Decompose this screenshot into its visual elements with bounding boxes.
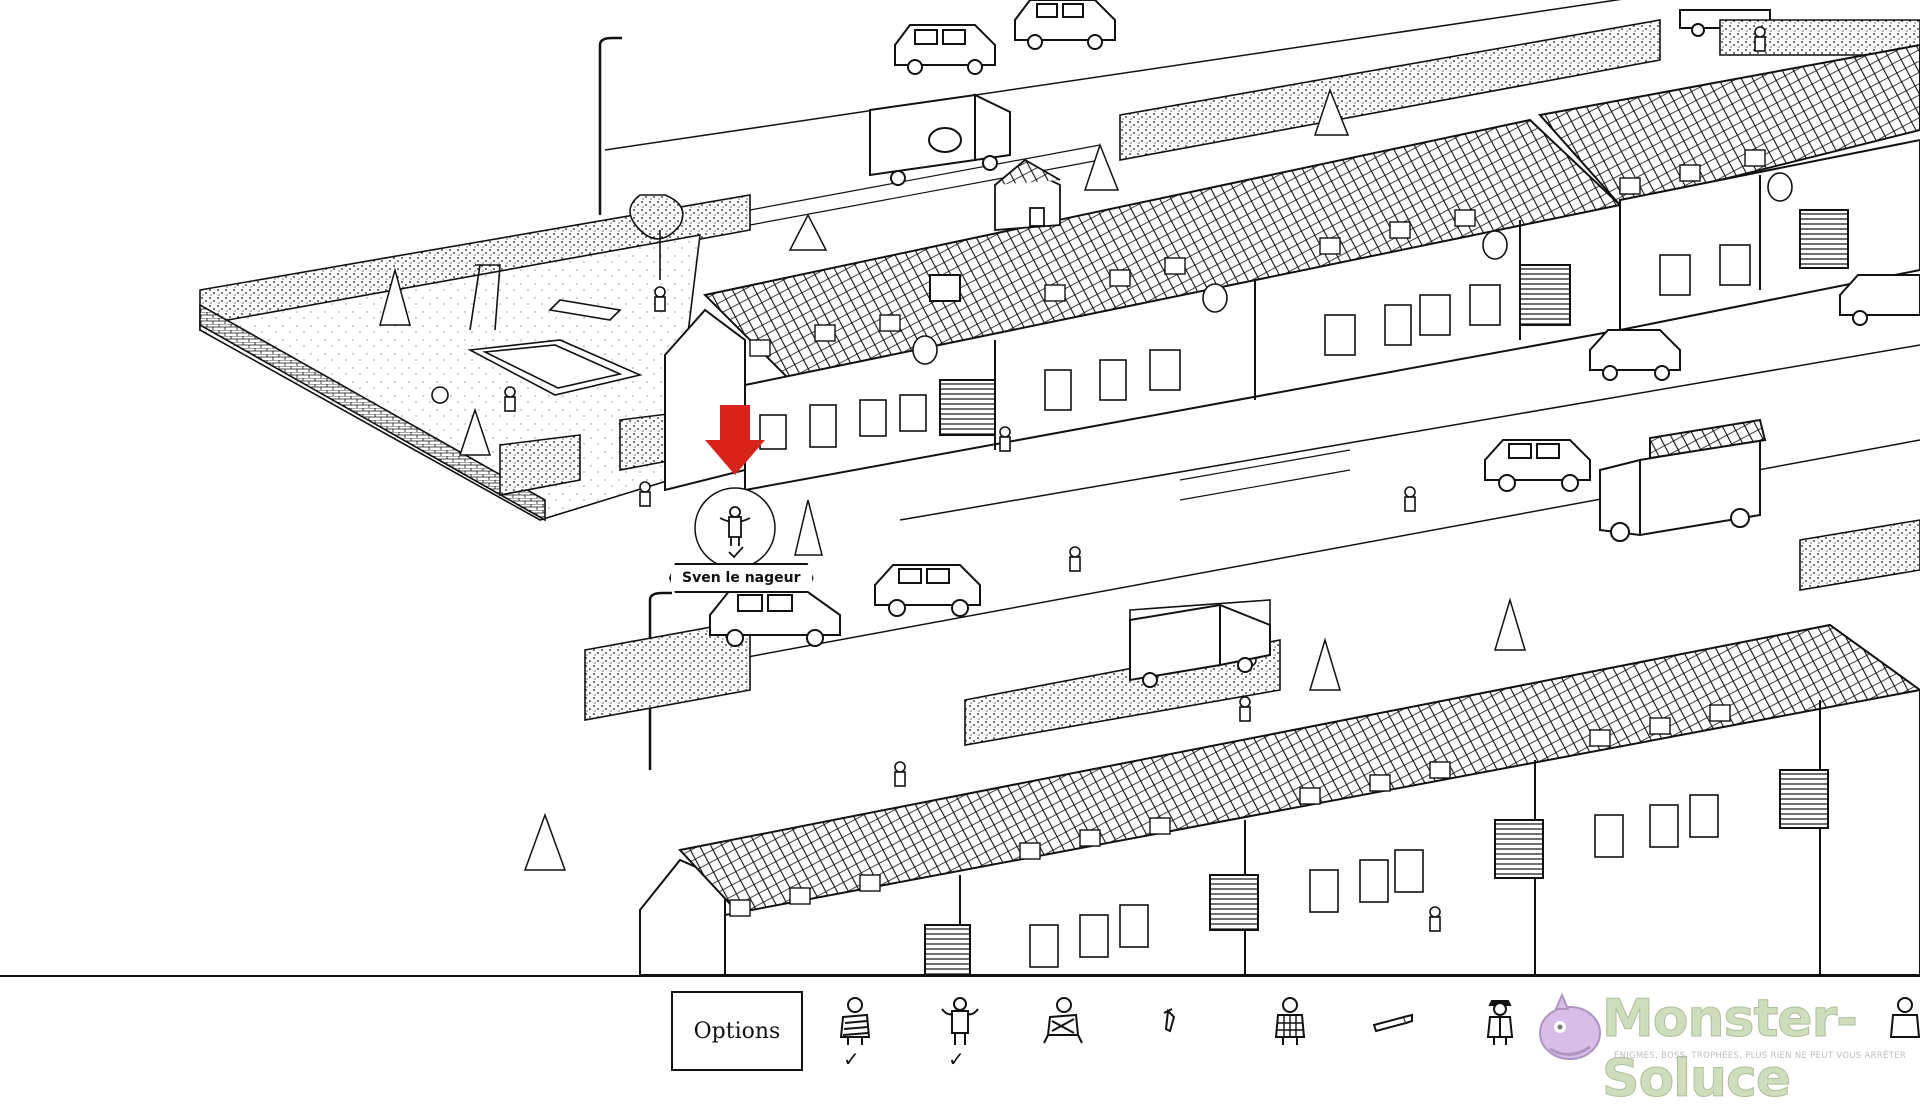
- striped-person-icon: [839, 997, 871, 1045]
- found-check-icon: ✓: [948, 1047, 965, 1071]
- found-check-icon: ✓: [843, 1047, 860, 1071]
- townsfolk: [504, 26, 1766, 932]
- target-bar: Options ✓ ✓: [0, 975, 1920, 1109]
- lower-row-houses: [639, 623, 1920, 975]
- target-slot-8[interactable]: [1865, 987, 1920, 1073]
- food-truck: [1599, 418, 1767, 542]
- saw-icon: [1372, 1013, 1413, 1033]
- watermark-tagline: ÉNIGMES, BOSS, TROPHÉES, PLUS RIEN NE PE…: [1614, 1051, 1907, 1061]
- isometric-town-map[interactable]: [0, 0, 1920, 975]
- doghouse: [994, 158, 1061, 231]
- target-slot-7[interactable]: [1460, 987, 1540, 1073]
- sitting-person-icon: [1043, 997, 1083, 1044]
- tooltip-label: Sven le nageur: [682, 570, 801, 586]
- options-label: Options: [693, 1018, 781, 1044]
- options-button[interactable]: Options: [671, 991, 803, 1071]
- swimmer-sven-icon: [941, 997, 979, 1045]
- small-tool-icon: [1163, 1008, 1176, 1033]
- site-watermark: Monster-Soluce ÉNIGMES, BOSS, TROPHÉES, …: [1530, 985, 1920, 1109]
- target-slot-5[interactable]: [1250, 987, 1330, 1073]
- hat-person-icon: [1486, 1000, 1514, 1045]
- found-target-marker[interactable]: [694, 487, 776, 569]
- upper-hedges: [199, 19, 1920, 331]
- red-pointer-arrow: [705, 405, 765, 475]
- target-slot-4[interactable]: [1132, 987, 1212, 1073]
- monster-mascot-icon: [1539, 992, 1601, 1060]
- game-scene[interactable]: [0, 0, 1920, 975]
- street-lamps: [598, 36, 672, 770]
- delivery-truck-upper: [869, 93, 1011, 186]
- target-slot-2[interactable]: ✓: [920, 987, 1000, 1073]
- top-parked-cars: [894, 0, 1771, 75]
- delivery-truck-lower: [1129, 603, 1271, 688]
- target-tooltip: Sven le nageur: [669, 563, 814, 593]
- target-slot-6[interactable]: [1352, 987, 1432, 1073]
- checkered-person-icon: [1274, 997, 1306, 1045]
- upper-row-houses: [664, 43, 1920, 492]
- partial-person-icon: [1889, 997, 1920, 1038]
- target-slot-1[interactable]: ✓: [815, 987, 895, 1073]
- target-slot-3[interactable]: [1022, 987, 1102, 1073]
